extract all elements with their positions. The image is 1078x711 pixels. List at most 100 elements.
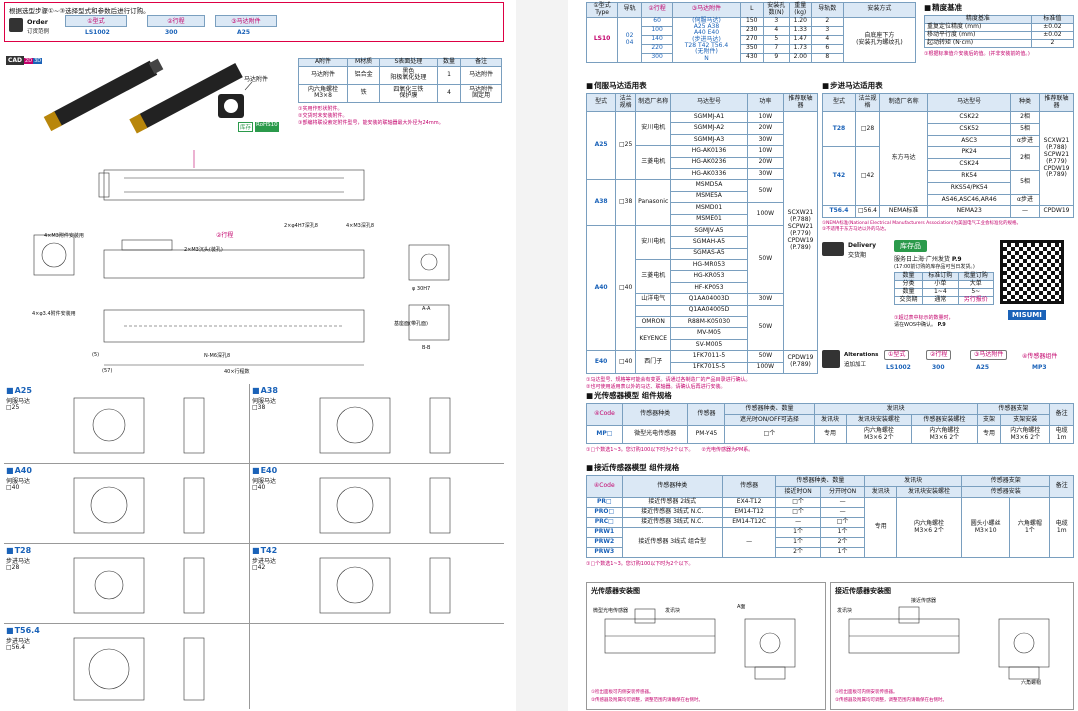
drawing-label: A-A [422, 306, 431, 312]
stepper-model: CSK52 [927, 122, 1012, 136]
order-label-cn: 订货范例 [27, 29, 50, 35]
delivery-label-cn: 交货期 [848, 252, 867, 259]
precision-note: ①根据标准值介安装后的值。(并非安装前的值。) [924, 50, 1030, 57]
stepper-note-0: ①NEMA标准(National Electrical Manufacturer… [822, 221, 1022, 227]
prox-kind: 接近传感器 2线式 [621, 497, 723, 508]
parts-table: A附件 M材质 S表面处理 数量 备注 马达附件 铝合金 黑色 阳极氧化处理 1… [298, 58, 502, 126]
flange-cell-t28: T28 步进马达 □28 [4, 544, 250, 624]
delivery-page: P.9 [951, 256, 962, 263]
servo-title: 伺服马达适用表 [586, 80, 818, 91]
photo-cell: 专用 [813, 425, 847, 444]
parts-cell: 四氧化三铁 保护膜 [379, 83, 438, 103]
stepper-maker: 东方马达 [878, 110, 929, 207]
precision-cell: 起动转矩 (N·cm) [924, 38, 1032, 48]
stock-badge: 库存 RoHS10 [238, 122, 279, 132]
servo-model: SGMJV-A5 [670, 224, 748, 238]
parts-cell: 马达附件 [298, 65, 348, 85]
servo-note-1: ②也可使用适用表以外的马达、联轴器。请确认后再进行安装。 [586, 383, 726, 390]
photo-cell: 内六角螺栓 M3×6 2个 [1000, 425, 1051, 444]
servo-header: 功率 [746, 93, 785, 112]
stepper-kind: α步进 [1010, 134, 1040, 148]
qty-cell: 数量 [893, 287, 924, 297]
stroke-cell: 140 [640, 34, 674, 45]
stepper-model: CSK22 [927, 111, 1012, 124]
order-icon [9, 18, 23, 32]
stepper-header: 种类 [1010, 93, 1040, 112]
parts-cell: 马达附件 [460, 65, 502, 85]
photo-cell: □个 [724, 425, 815, 444]
servo-model: Q1AA04003D [670, 293, 748, 306]
photo-install-note-0: ①检出面板可内侧安装传感器。 [591, 690, 654, 695]
servo-model: HG-MR053 [670, 259, 748, 272]
servo-model: HG-AK0236 [670, 156, 748, 169]
prox-install-title: 接近传感器安装图 [835, 587, 891, 595]
parts-header-0: A附件 [298, 58, 348, 67]
drawing-label: B-B [422, 345, 431, 351]
servo-maker [635, 304, 672, 318]
prox-common-block: 专用 [864, 497, 898, 558]
servo-flange: □25 [615, 110, 637, 181]
rail-value: 02 04 [617, 16, 642, 63]
servo-power: 20W [746, 156, 785, 169]
prox-common-screw: 圆头小螺丝 M3×10 [961, 497, 1011, 558]
stepper-model: AS46,ASC46,AR46 [927, 193, 1012, 207]
stepper-flange: □42 [854, 146, 881, 207]
servo-header: 制造厂名称 [635, 93, 672, 112]
servo-header: 型式 [585, 93, 617, 112]
servo-power: 100W [746, 361, 785, 375]
qr-code[interactable] [1000, 240, 1064, 304]
servo-model: SGMAH-A5 [670, 236, 748, 249]
photo-subheader: 传感器安装螺栓 [911, 414, 978, 426]
main-drawing: ②行程 2×φ4H7深孔8 4×M3深孔8 4×M3附件安装用 4×φ3.4附件… [4, 140, 504, 380]
servo-type: E40 [585, 350, 617, 374]
prox-on-near: — [775, 517, 821, 528]
type-header-type-en: Type [595, 8, 609, 16]
prox-subheader: 传感器安装 [961, 486, 1051, 498]
photo-code-label: ④Code [586, 403, 623, 426]
cad-badge[interactable]: CAD 2D 3D [6, 56, 43, 65]
rohs-label: RoHS10 [255, 122, 279, 132]
cad-label: CAD [6, 56, 25, 65]
stepper-model: RKS54/PK54 [927, 181, 1012, 195]
parts-header-4: 备注 [460, 58, 502, 67]
stepper-model: PK24 [927, 146, 1012, 160]
prox-code-label: ④Code [586, 475, 623, 498]
flange-size: □56.4 [6, 644, 26, 651]
servo-header: 推荐联轴器 [783, 93, 818, 112]
servo-type: A25 [585, 110, 617, 181]
servo-maker: Panasonic [635, 179, 672, 226]
servo-model: SGMAS-A5 [670, 247, 748, 261]
servo-power: 20W [746, 122, 785, 135]
delivery-note1: ①超过表中标示的数量时， [894, 315, 954, 321]
prox-on-near: 1个 [775, 527, 821, 538]
servo-maker: 山洋电气 [635, 293, 672, 306]
alt-value: A25 [976, 364, 989, 371]
prox-kind: 接近传感器 3线式 组合型 [621, 527, 723, 558]
parts-note-0: ①实用作形状附件。 [298, 105, 343, 112]
div-cell: 8 [810, 52, 844, 63]
servo-power: 10W [746, 145, 785, 158]
prox-subheader: 发讯块 [864, 486, 898, 498]
servo-model: 1FK7011-5 [670, 350, 748, 363]
servo-model: HG-KR053 [670, 270, 748, 283]
servo-power: 50W [746, 179, 785, 204]
prox-on-near: 1个 [775, 537, 821, 548]
servo-coupling: SCXW21 (P.788) SCPW21 (P.779) CPDW19 (P.… [783, 110, 818, 352]
stepper-header: 法兰规格 [854, 93, 881, 112]
parts-cell: 内六角螺栓 M3×8 [298, 83, 348, 103]
drawing-label: 4×M3深孔8 [346, 223, 375, 229]
servo-maker: 西门子 [635, 350, 672, 374]
photo-header: 备注 [1049, 403, 1074, 426]
div-cell: 6 [810, 43, 844, 54]
prox-header: 传感器种类、数量 [775, 475, 866, 487]
servo-note-0: ①马达型号、规格等可能会有变更。请通过各制造厂的产品目录进行确认。 [586, 376, 751, 383]
type-value: LS10 [585, 16, 619, 63]
stepper-kind: 2相 [1010, 111, 1040, 124]
photo-install-label: A面 [737, 604, 746, 610]
qty-cell: 通常 [922, 295, 959, 305]
stroke-cell: 220 [640, 43, 674, 54]
